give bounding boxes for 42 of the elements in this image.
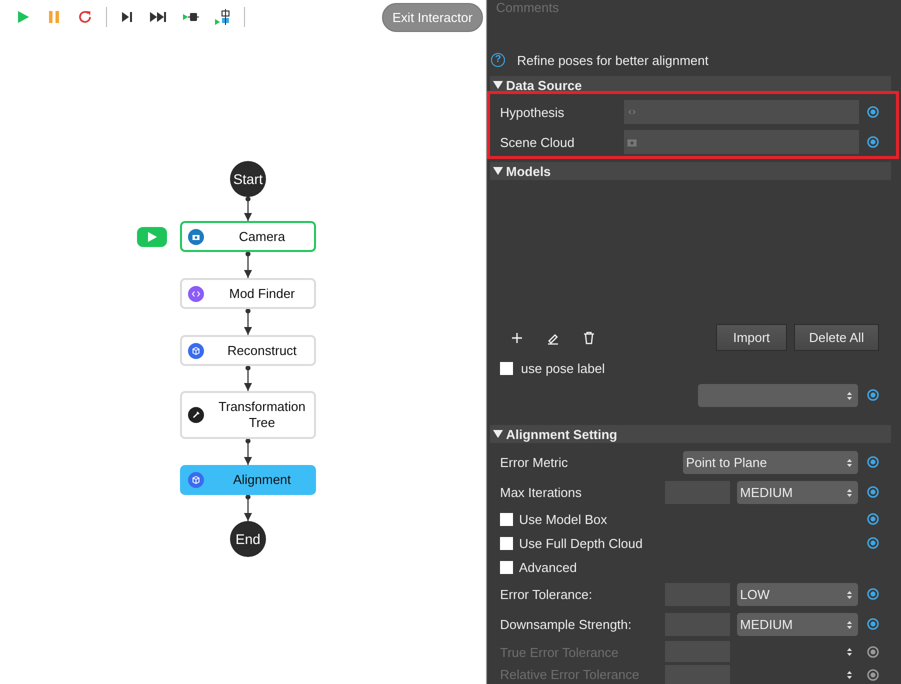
process-box: [180, 278, 316, 309]
arrow: [244, 366, 252, 391]
arrow: [244, 308, 252, 335]
node-label: Transformation Tree: [218, 399, 306, 431]
node-label: Start: [233, 171, 263, 187]
section-title: Models: [506, 164, 551, 178]
node-label: Camera: [238, 228, 286, 244]
node-label: Alignment: [232, 472, 292, 488]
arrow: [244, 252, 252, 278]
field-label: Max Iterations: [500, 485, 582, 501]
dropdown-select: Point to Plane: [683, 451, 858, 474]
process-box: [180, 335, 316, 366]
delete-all-button: Delete All: [794, 324, 879, 351]
section-title: Data Source: [506, 78, 582, 92]
node-label: End: [236, 531, 260, 547]
arrow: [244, 196, 252, 221]
field-label: Use Full Depth Cloud: [519, 536, 643, 552]
terminal-circle: [230, 521, 266, 557]
description-text: Refine poses for better alignment: [517, 53, 708, 69]
section-title: Alignment Setting: [506, 426, 618, 442]
help-icon: ?: [491, 53, 505, 67]
field-label: Hypothesis: [500, 105, 564, 121]
field-label: Advanced: [519, 560, 577, 576]
dropdown-select: LOW: [737, 583, 858, 606]
process-box: [180, 465, 316, 495]
field-label: Scene Cloud: [500, 135, 574, 151]
process-box: [180, 221, 316, 252]
field-label: Downsample Strength:: [500, 617, 632, 633]
field-label: Error Metric: [500, 455, 568, 471]
dropdown-select: MEDIUM: [737, 613, 858, 636]
field-label: Error Tolerance:: [500, 587, 592, 603]
dropdown-select: MEDIUM: [737, 481, 858, 504]
arrow: [244, 438, 252, 465]
node-label: Reconstruct: [226, 342, 298, 358]
arrow: [244, 494, 252, 521]
process-box: [180, 391, 316, 439]
exit-interactor-button: Exit Interactor: [382, 3, 483, 32]
terminal-circle: [230, 161, 266, 197]
import-button: Import: [716, 324, 787, 351]
field-label: use pose label: [521, 361, 605, 377]
node-label: Mod Finder: [228, 286, 296, 302]
field-label: Use Model Box: [519, 512, 608, 528]
